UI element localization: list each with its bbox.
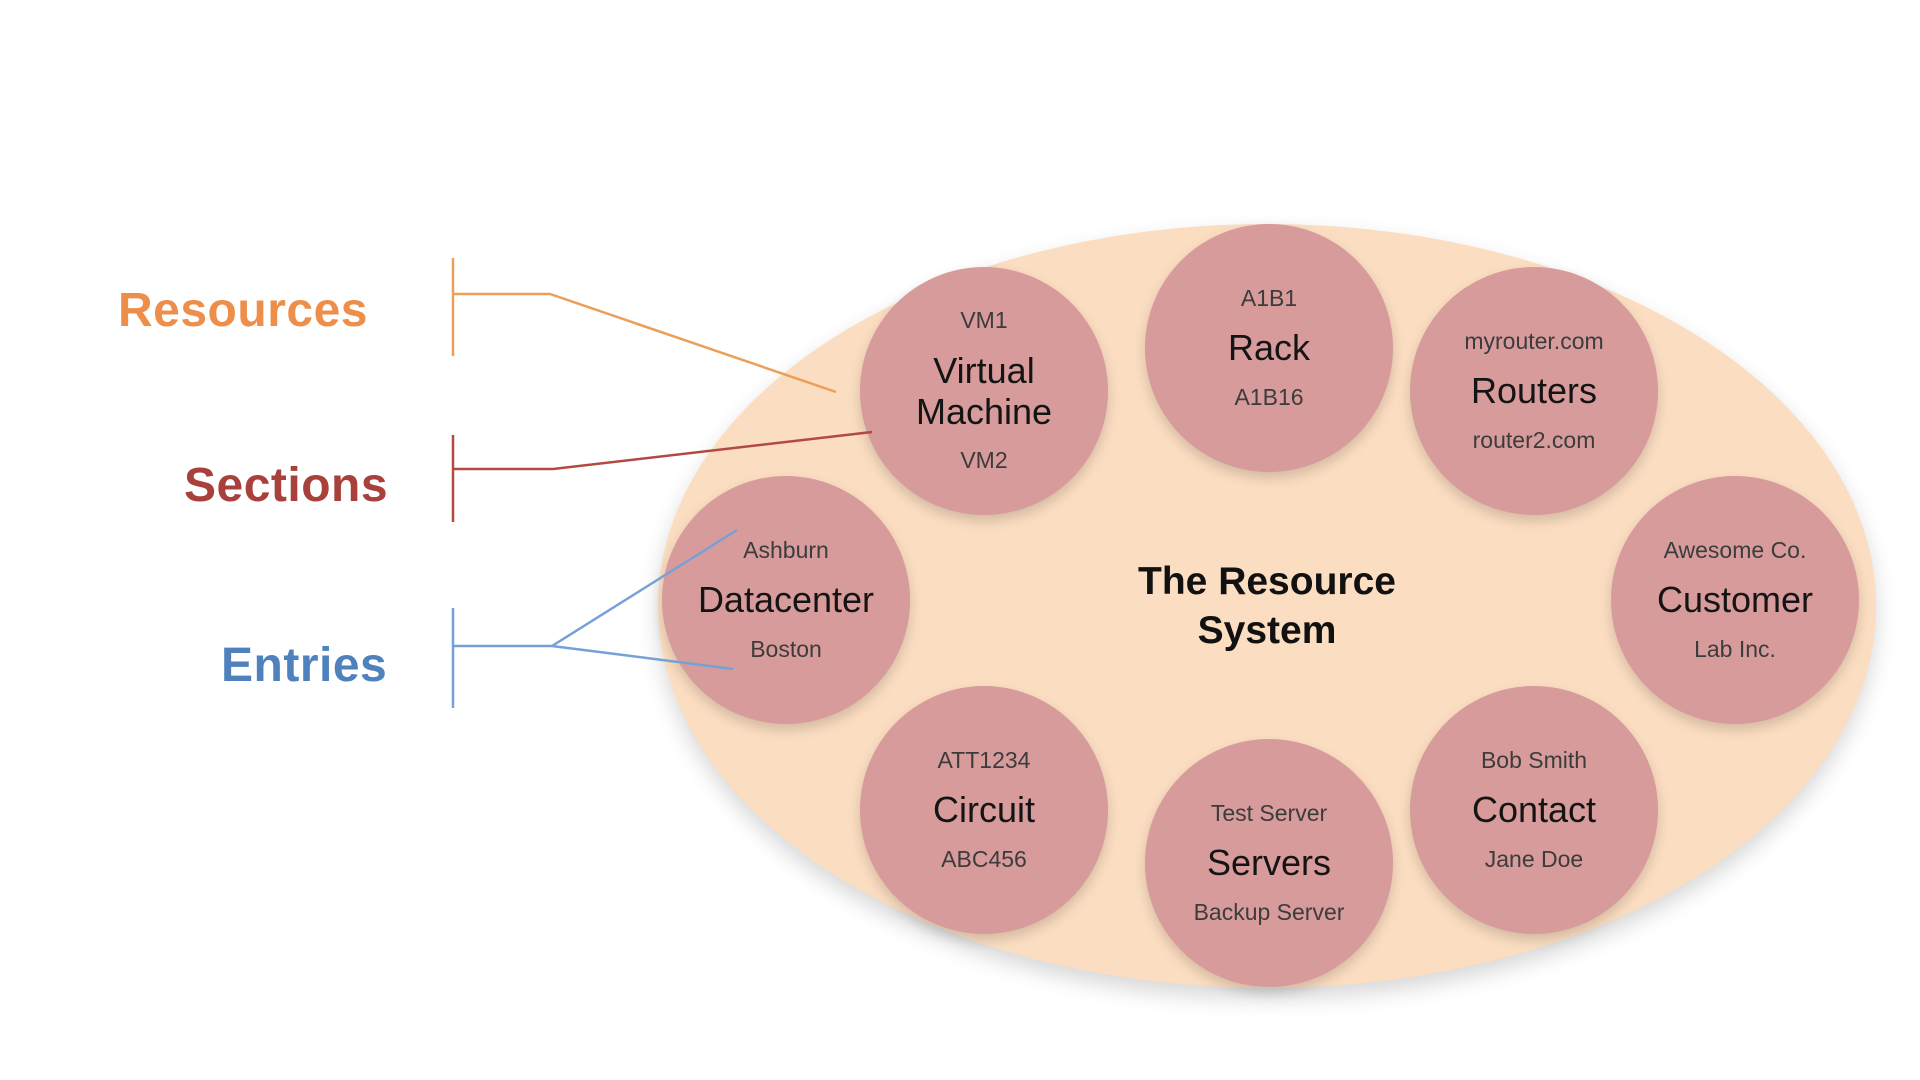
section-circle-circuit: ATT1234 Circuit ABC456 — [860, 686, 1108, 934]
entry-bottom: Boston — [750, 635, 822, 662]
entry-top: ATT1234 — [937, 747, 1031, 773]
section-name: Circuit — [932, 789, 1035, 831]
section-name: Contact — [1471, 789, 1597, 831]
entry-top: Ashburn — [743, 537, 829, 563]
section-name: Customer — [1656, 579, 1814, 621]
entry-bottom: Jane Doe — [1484, 845, 1584, 872]
legend-label-entries: Entries — [221, 639, 388, 692]
entry-bottom: Lab Inc. — [1694, 635, 1776, 662]
entry-top: VM1 — [960, 307, 1008, 334]
section-circle-routers: myrouter.com Routers router2.com — [1410, 267, 1658, 515]
entry-top: A1B1 — [1240, 285, 1298, 311]
section-circle-virtual-machine: VM1 Virtual Machine VM2 — [860, 267, 1108, 515]
entry-bottom: ABC456 — [941, 845, 1027, 872]
entry-bottom: VM2 — [960, 447, 1008, 474]
entry-top: Bob Smith — [1480, 747, 1588, 773]
legend-label-sections: Sections — [184, 459, 389, 512]
entry-bottom: Backup Server — [1193, 898, 1345, 925]
entry-top: myrouter.com — [1464, 328, 1604, 354]
section-name: Rack — [1227, 327, 1311, 369]
section-circle-datacenter: Ashburn Datacenter Boston — [662, 476, 910, 724]
entry-bottom: router2.com — [1472, 426, 1596, 453]
entry-top: Awesome Co. — [1663, 537, 1807, 563]
legend-label-resources: Resources — [118, 284, 368, 337]
section-name: Routers — [1470, 370, 1598, 412]
entry-top: Test Server — [1210, 800, 1328, 826]
section-circle-rack: A1B1 Rack A1B16 — [1145, 224, 1393, 472]
section-circle-servers: Test Server Servers Backup Server — [1145, 739, 1393, 987]
section-name: Servers — [1206, 842, 1332, 884]
section-name: Datacenter — [697, 579, 875, 621]
diagram-title: The Resource System — [1138, 560, 1396, 652]
section-name: Virtual Machine — [915, 349, 1053, 432]
entry-bottom: A1B16 — [1234, 383, 1304, 410]
section-circle-customer: Awesome Co. Customer Lab Inc. — [1611, 476, 1859, 724]
section-circle-contact: Bob Smith Contact Jane Doe — [1410, 686, 1658, 934]
